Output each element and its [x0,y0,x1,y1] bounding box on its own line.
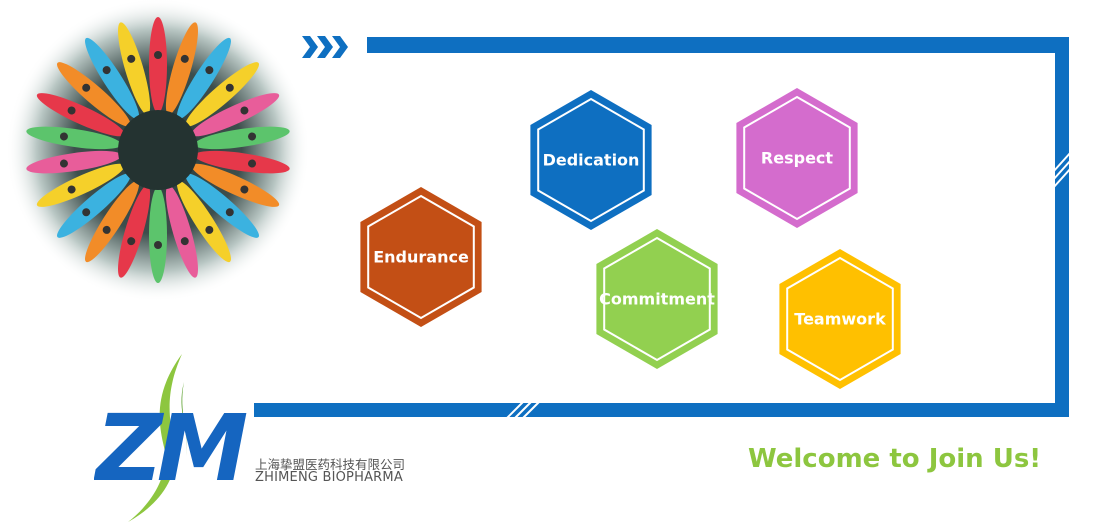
hexagon-endurance [360,187,482,327]
kayak [36,93,125,137]
kayak [165,185,198,278]
paddler [59,159,68,168]
kayak [85,37,140,120]
paddler [102,66,111,75]
paddler [102,225,111,234]
kayak [26,150,122,174]
hexagon-border-teamwork [786,256,894,382]
paddler [205,66,214,75]
kayak [26,126,122,150]
hexagon-respect [736,88,858,228]
kayak [57,62,131,127]
paddler [67,185,76,194]
hexagon-border-commitment [603,236,711,362]
company-name-chinese: 上海挚盟医药科技有限公司 [255,457,406,472]
kayak [149,187,167,283]
kayak [57,173,131,238]
welcome-message: Welcome to Join Us! [748,444,1042,474]
chevron-arrows-icon [302,36,348,58]
hex-label-dedication: Dedication [542,150,640,170]
kayak [176,37,231,120]
kayak [191,163,280,207]
hexagon-fill-commitment [596,229,718,369]
kayak [118,22,151,115]
paddler [82,83,91,92]
hex-label-teamwork: Teamwork [794,309,886,329]
hexagon-fill-endurance [360,187,482,327]
paddler [240,106,249,115]
hexagon-teamwork [779,249,901,389]
paddler [180,237,189,246]
company-logo: ZM [94,354,253,522]
hexagon-fill-teamwork [779,249,901,389]
kayak [194,150,290,174]
paddler [225,83,234,92]
hexagon-fill-dedication [530,90,652,230]
paddler [225,208,234,217]
paddler [67,106,76,115]
kayak [36,163,125,207]
kayak [149,17,167,113]
kayak [185,62,259,127]
paddler [205,225,214,234]
logo-letters: ZM [94,395,247,502]
kayak [118,185,151,278]
paddler [240,185,249,194]
hexagon-fill-respect [736,88,858,228]
hexagon-commitment [596,229,718,369]
kayak [194,126,290,150]
kayak [165,22,198,115]
company-name-english: ZHIMENG BIOPHARMA [255,470,403,485]
kayak [176,180,231,263]
kayak [191,93,280,137]
kayak [85,180,140,263]
paddler [59,132,68,141]
paddler [180,54,189,63]
paddler [248,132,257,141]
paddler [154,51,162,59]
hex-label-commitment: Commitment [599,289,715,309]
hexagon-border-dedication [537,97,645,223]
hexagon-dedication [530,90,652,230]
paddler [154,241,162,249]
kayak [185,173,259,238]
kayak-circle-photo [6,0,310,302]
paddler [248,159,257,168]
hexagon-border-endurance [367,194,475,320]
paddler [127,54,136,63]
hex-label-respect: Respect [760,148,834,168]
hexagon-border-respect [743,95,851,221]
paddler [127,237,136,246]
kayaks [26,17,290,283]
paddler [82,208,91,217]
hex-label-endurance: Endurance [373,247,469,267]
